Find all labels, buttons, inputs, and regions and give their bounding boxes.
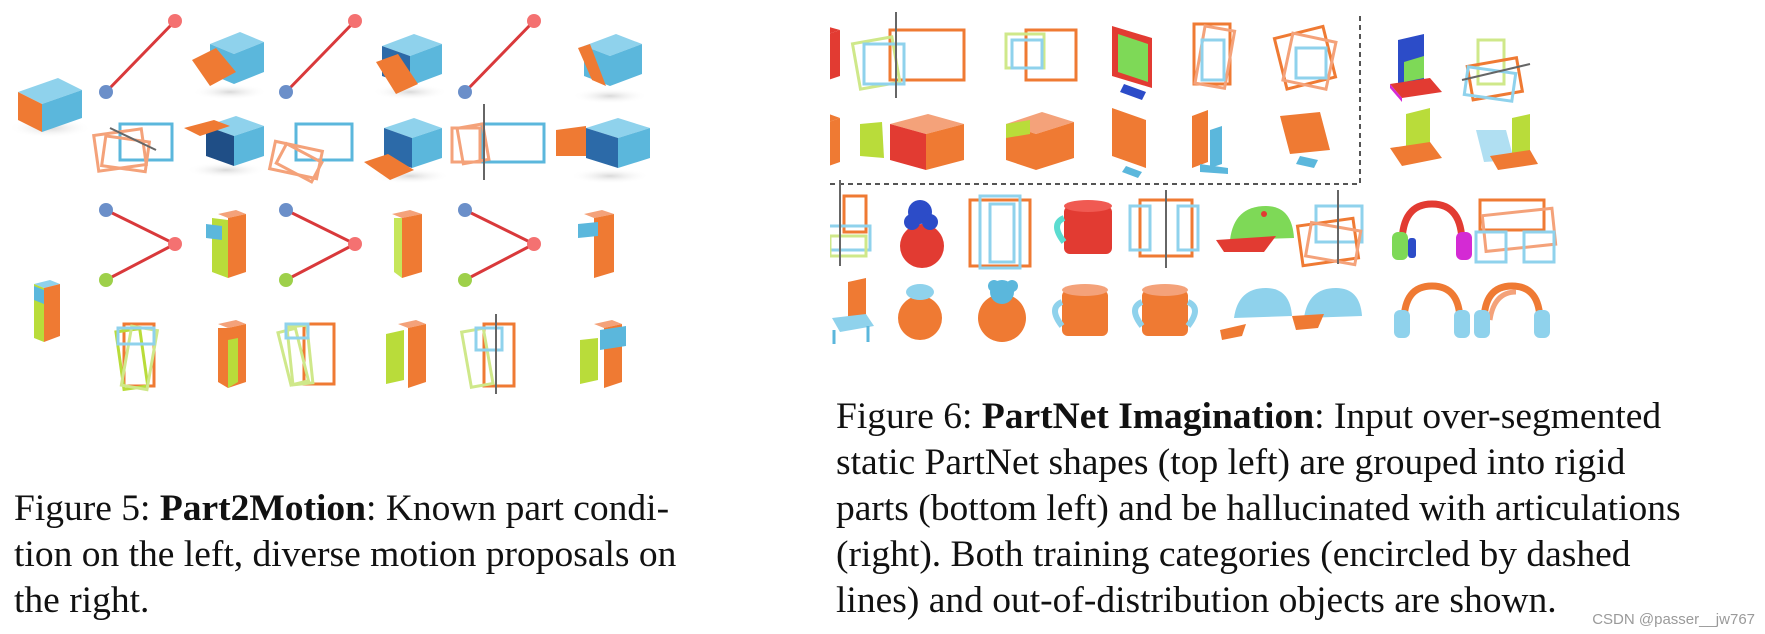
fridge-open-render-1 — [218, 320, 246, 388]
headphones-wireframe — [1474, 198, 1558, 264]
caption-line-3: the right. — [14, 580, 150, 621]
microwave-grouped-1 — [830, 114, 840, 166]
microwave-grouped-3 — [1006, 112, 1074, 170]
mug-grouped — [1052, 284, 1108, 336]
caption-text: : Input over-segmented — [1314, 396, 1662, 437]
microwave-open-2 — [372, 34, 448, 100]
chair-articulated — [832, 278, 874, 344]
figure-title: PartNet Imagination — [981, 396, 1315, 437]
motion-curve-5 — [279, 203, 362, 287]
motion-curve-2 — [279, 14, 362, 99]
condition-microwave — [8, 78, 92, 138]
fridge-wireframe-2 — [276, 322, 336, 387]
cap-segmented — [1216, 206, 1294, 252]
motion-curve-4 — [99, 203, 182, 287]
figure-5-caption: Figure 5: Part2Motion: Known part condi-… — [14, 486, 784, 624]
partnet-imagination-illustration — [830, 12, 1558, 344]
figure-title: Part2Motion — [159, 488, 367, 529]
fridge-open-render-3 — [580, 320, 626, 388]
headphones-grouped — [1394, 282, 1470, 338]
mug-wireframe — [1128, 190, 1200, 268]
monitor-wireframe-2 — [1272, 24, 1338, 92]
caption-line-1: Figure 5: Part2Motion: Known part condi- — [14, 486, 784, 532]
monitor-grouped-3 — [1280, 112, 1330, 168]
caption-line-2: tion on the left, diverse motion proposa… — [14, 534, 677, 575]
microwave-articulation-wireframe — [850, 12, 966, 98]
mug-segmented — [1054, 200, 1112, 254]
fridge-open-render-2 — [386, 320, 426, 388]
headphones-segmented — [1392, 200, 1472, 260]
microwave-oversegmented — [830, 27, 840, 80]
mug-articulated — [1132, 284, 1198, 336]
cap-wireframe — [1295, 190, 1364, 268]
microwave-wireframe-2 — [267, 122, 354, 184]
watermark: CSDN @passer__jw767 — [1592, 611, 1755, 628]
caption-line-2: static PartNet shapes (top left) are gro… — [836, 442, 1626, 483]
microwave-open-1 — [192, 32, 268, 100]
caption-line-3: parts (bottom left) and be hallucinated … — [836, 488, 1681, 529]
microwave-door-slide-1 — [184, 116, 266, 178]
figure-5: Figure 5: Part2Motion: Known part condi-… — [0, 0, 820, 634]
condition-fridge — [34, 280, 60, 342]
caption-line-5: lines) and out-of-distribution objects a… — [836, 580, 1557, 621]
laptop-grouped — [1390, 108, 1442, 166]
plant-articulated — [978, 280, 1026, 342]
fridge-wireframe-3 — [459, 314, 516, 394]
fridge-wireframe-1 — [114, 322, 160, 392]
plant-segmented — [900, 200, 944, 268]
caption-line-4: (right). Both training categories (encir… — [836, 534, 1631, 575]
monitor-wireframe-1 — [1192, 22, 1237, 91]
figure-6-caption: Figure 6: PartNet Imagination: Input ove… — [836, 394, 1756, 624]
fridge-render-2 — [392, 210, 422, 278]
figure-label: Figure 5: — [14, 488, 151, 529]
microwave-wireframe-1 — [92, 122, 174, 174]
motion-curve-3 — [458, 14, 541, 99]
cap-articulated — [1292, 288, 1362, 330]
laptop-oversegmented — [1390, 34, 1442, 102]
fridge-render-3 — [578, 210, 614, 278]
chair-wireframe — [830, 180, 872, 266]
microwave-open-3 — [572, 34, 648, 104]
motion-curve-1 — [99, 14, 182, 99]
laptop-wireframe — [1461, 38, 1531, 103]
microwave-door-side-3 — [556, 118, 650, 184]
plant-wireframe — [968, 194, 1032, 270]
microwave-door-down-2 — [364, 118, 450, 184]
laptop-articulation — [1476, 114, 1538, 170]
caption-line-1: Figure 6: PartNet Imagination: Input ove… — [836, 394, 1756, 440]
plant-grouped — [898, 284, 942, 340]
monitor-oversegmented — [1112, 26, 1152, 100]
microwave-segmented-wireframe — [1004, 28, 1078, 82]
monitor-grouped-1 — [1112, 108, 1146, 178]
part2motion-illustration — [8, 14, 650, 394]
microwave-grouped-2 — [860, 114, 964, 170]
microwave-wireframe-3 — [450, 104, 546, 180]
figure-6 — [830, 0, 1765, 634]
motion-curve-6 — [458, 203, 541, 287]
cap-grouped — [1220, 288, 1292, 340]
fridge-render-1 — [206, 210, 246, 278]
caption-text: : Known part condi- — [366, 488, 670, 529]
training-category-dashed-border — [830, 14, 1361, 185]
headphones-articulated — [1474, 282, 1550, 338]
monitor-grouped-2 — [1192, 110, 1228, 174]
figure-label: Figure 6: — [836, 396, 973, 437]
